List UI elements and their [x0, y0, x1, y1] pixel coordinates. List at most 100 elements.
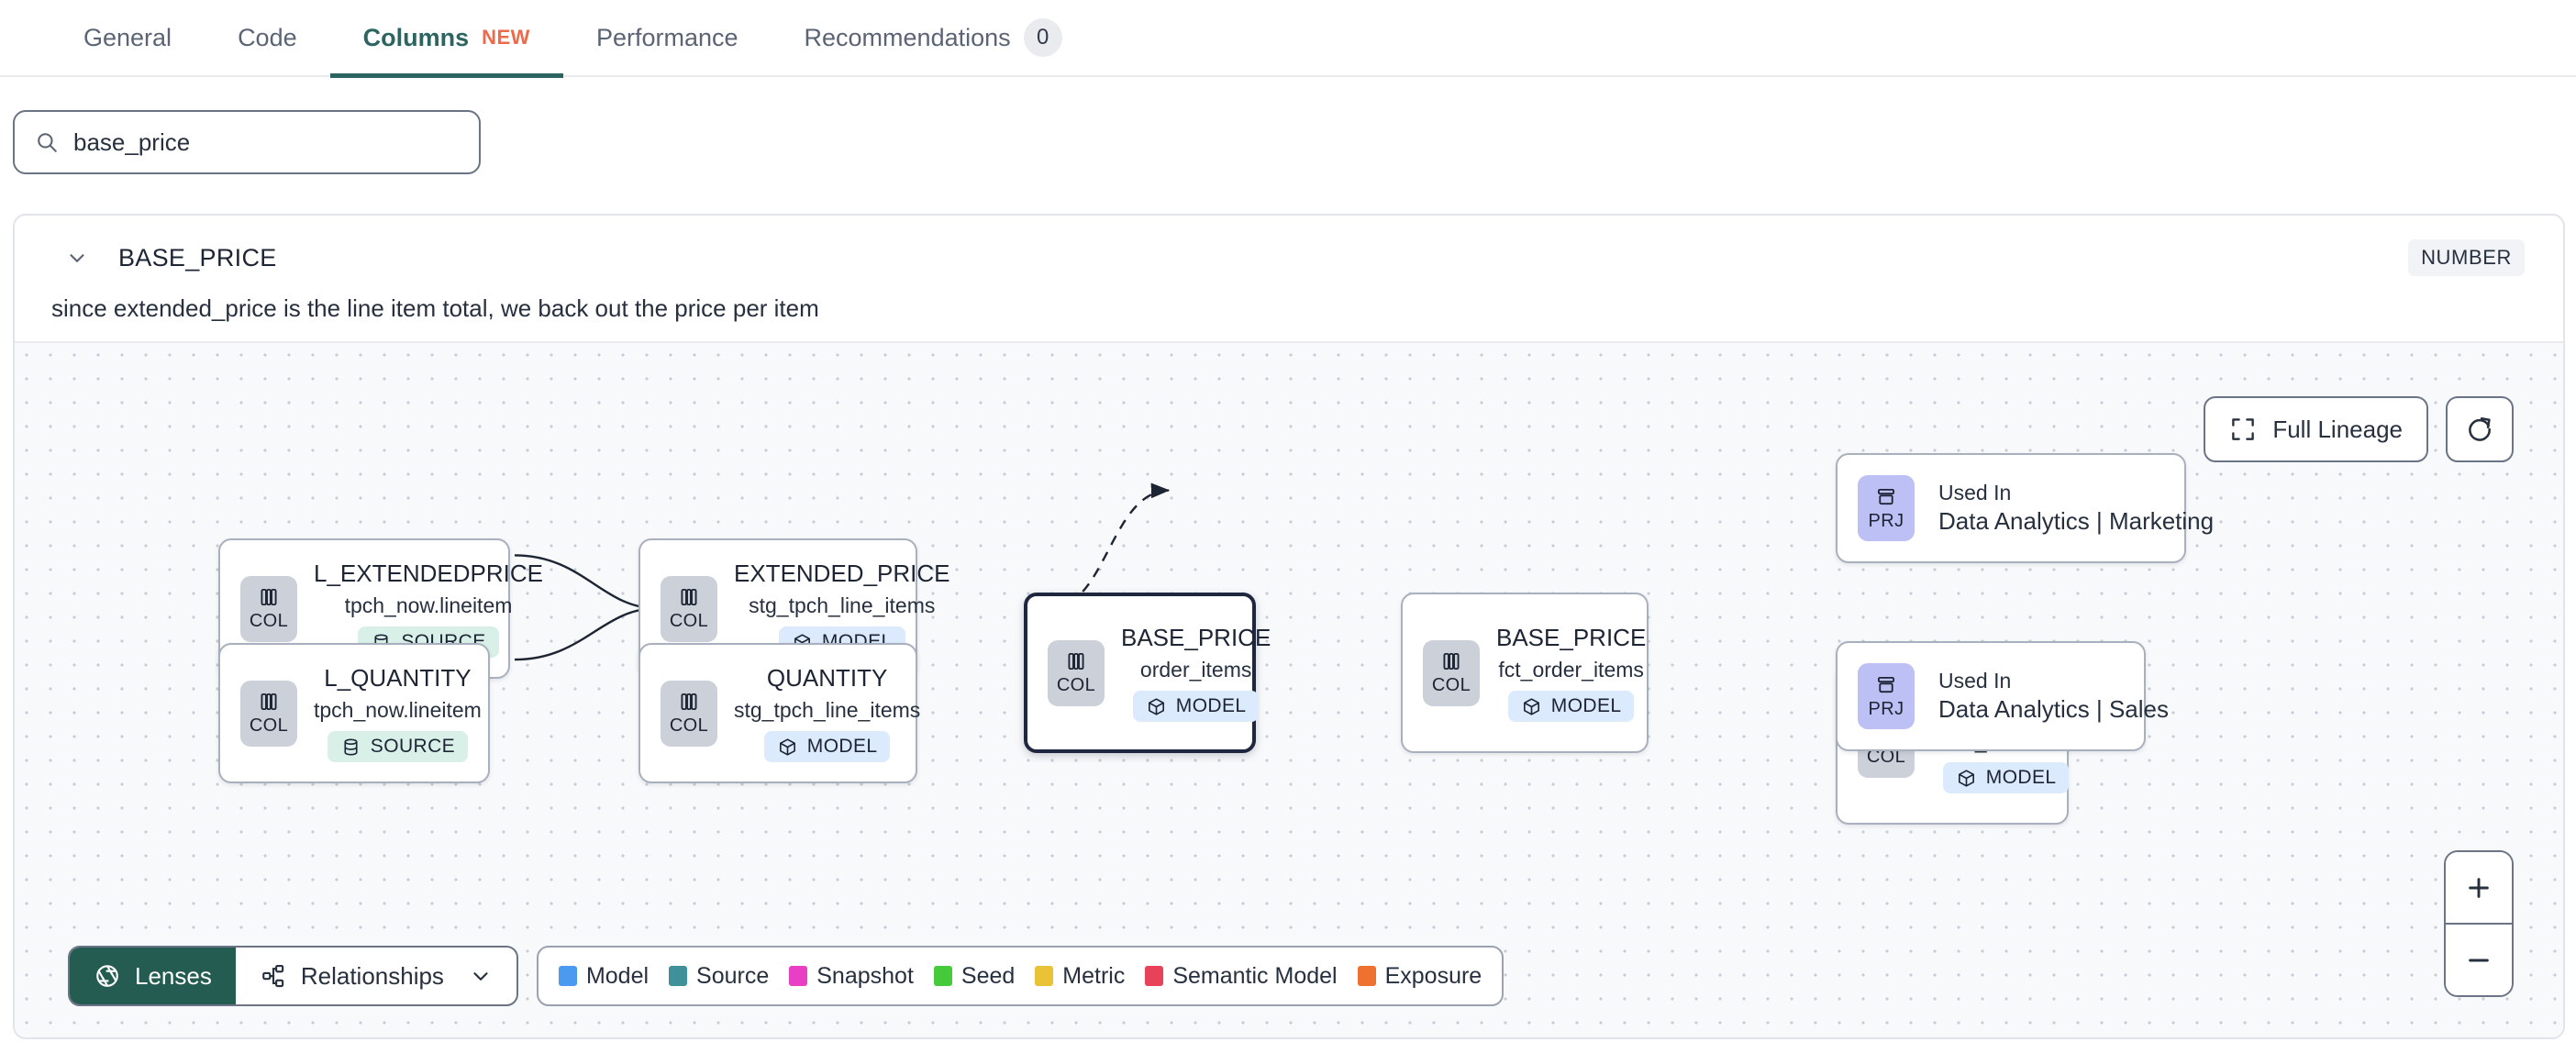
lineage-node-project-sales-card[interactable]: PRJ Used In Data Analytics | Sales	[1836, 641, 2169, 751]
node-title: Used In	[1938, 669, 2012, 693]
col-badge-label: COL	[249, 715, 289, 736]
node-subtitle: fct_order_items	[1498, 658, 1644, 682]
tab-columns[interactable]: Columns NEW	[329, 0, 564, 78]
lenses-label: Lenses	[135, 961, 212, 990]
lineage-control-row: Full Lineage	[2204, 396, 2514, 462]
node-kind-label: MODEL	[1175, 695, 1247, 716]
cube-icon	[779, 737, 795, 756]
node-kind-label: SOURCE	[370, 736, 456, 757]
node-title: L_EXTENDEDPRICE	[314, 560, 543, 587]
legend-label: Snapshot	[816, 962, 914, 989]
tab-label: Code	[238, 23, 297, 51]
column-icon	[681, 588, 697, 606]
legend-swatch	[789, 966, 808, 986]
node-body: EXTENDED_PRICE stg_tpch_line_items MODEL	[717, 560, 967, 658]
zoom-controls	[2444, 850, 2514, 997]
prj-badge-label: PRJ	[1868, 510, 1904, 531]
col-badge: COL	[240, 575, 297, 642]
lineage-node-base-price-fct-order-items[interactable]: COL BASE_PRICE fct_order_items MODEL	[1401, 593, 1649, 753]
node-subtitle: order_items	[1139, 658, 1252, 682]
aperture-icon	[96, 965, 118, 987]
col-badge-label: COL	[1431, 675, 1471, 695]
tab-performance[interactable]: Performance	[563, 0, 772, 76]
node-kind-badge: MODEL	[1942, 762, 2070, 793]
tab-bar: General Code Columns NEW Performance Rec…	[0, 0, 2576, 78]
refresh-button[interactable]	[2446, 396, 2514, 462]
zoom-in-button[interactable]	[2446, 852, 2512, 925]
full-lineage-label: Full Lineage	[2272, 415, 2403, 443]
column-icon	[261, 693, 277, 711]
chevron-down-icon	[473, 972, 488, 981]
legend-label: Metric	[1062, 962, 1126, 989]
relationships-icon	[262, 964, 284, 988]
search-input[interactable]	[73, 127, 459, 157]
node-subtitle: Data Analytics | Sales	[1938, 695, 2169, 723]
refresh-icon	[2469, 417, 2491, 441]
node-body: L_QUANTITY tpch_now.lineitem SOURCE	[297, 664, 498, 762]
column-type-badge: NUMBER	[2408, 239, 2525, 276]
cube-icon	[1958, 769, 1974, 787]
chevron-down-icon[interactable]	[65, 246, 89, 270]
expand-icon	[2232, 418, 2255, 440]
lineage-canvas[interactable]: COL L_EXTENDEDPRICE tpch_now.lineitem SO…	[15, 341, 2563, 1037]
relationships-label: Relationships	[300, 961, 444, 990]
col-badge: COL	[1048, 639, 1105, 706]
tab-label: Performance	[595, 23, 738, 51]
page-title: BASE_PRICE	[118, 243, 277, 272]
tab-recommendations[interactable]: Recommendations 0	[772, 0, 1095, 76]
search-box[interactable]	[13, 110, 481, 174]
lenses-button[interactable]: Lenses	[70, 948, 236, 1004]
node-title: L_QUANTITY	[324, 664, 472, 692]
legend-swatch	[933, 966, 952, 986]
node-kind-label: MODEL	[806, 736, 878, 757]
zoom-out-button[interactable]	[2446, 925, 2512, 995]
col-badge-label: COL	[1866, 747, 1906, 767]
col-badge: COL	[661, 575, 717, 642]
prj-badge: PRJ	[1858, 475, 1915, 541]
column-icon	[1443, 652, 1460, 671]
lineage-node-base-price-order-items[interactable]: COL BASE_PRICE order_items MODEL	[1024, 593, 1271, 753]
node-subtitle: stg_tpch_line_items	[749, 593, 936, 617]
node-body: BASE_PRICE fct_order_items MODEL	[1480, 624, 1662, 722]
node-kind-badge: SOURCE	[327, 731, 469, 762]
relationships-button[interactable]: Relationships	[236, 948, 516, 1004]
legend-label: Source	[696, 962, 770, 989]
prj-badge-label: PRJ	[1868, 698, 1904, 719]
cube-icon	[1148, 697, 1164, 715]
col-badge-label: COL	[669, 611, 709, 631]
archive-icon	[1877, 488, 1895, 504]
lineage-node-project-marketing[interactable]: PRJ Used In Data Analytics | Marketing	[1836, 453, 2214, 563]
tab-label: General	[83, 23, 172, 51]
tab-code[interactable]: Code	[205, 0, 330, 76]
node-kind-badge: MODEL	[1132, 691, 1260, 722]
archive-icon	[1877, 676, 1895, 693]
lineage-node-quantity[interactable]: COL QUANTITY stg_tpch_line_items MODEL	[638, 643, 921, 783]
legend-label: Model	[585, 962, 650, 989]
col-badge-label: COL	[249, 611, 289, 631]
node-title: QUANTITY	[766, 664, 888, 692]
database-icon	[344, 737, 358, 756]
node-kind-label: MODEL	[1550, 695, 1622, 716]
node-body: BASE_PRICE order_items MODEL	[1105, 624, 1287, 722]
lineage-bottom-toolbar: Lenses Relationships	[68, 946, 1505, 1006]
column-detail-card: BASE_PRICE NUMBER since extended_price i…	[13, 214, 2565, 1039]
search-icon	[38, 133, 57, 152]
node-kind-badge: MODEL	[763, 731, 891, 762]
legend-swatch	[1357, 966, 1376, 986]
tab-general[interactable]: General	[50, 0, 205, 76]
legend-item-metric: Metric	[1035, 963, 1125, 990]
legend-item-seed: Seed	[933, 962, 1016, 990]
legend-item-snapshot: Snapshot	[789, 963, 914, 990]
full-lineage-button[interactable]: Full Lineage	[2204, 396, 2428, 462]
legend-label: Semantic Model	[1172, 962, 1338, 989]
cube-icon	[1523, 697, 1539, 715]
node-subtitle: stg_tpch_line_items	[734, 698, 921, 722]
node-title: Used In	[1938, 481, 2012, 504]
node-kind-label: MODEL	[1985, 767, 2057, 788]
legend-label: Seed	[960, 962, 1016, 989]
legend-item-exposure: Exposure	[1357, 963, 1482, 990]
prj-badge: PRJ	[1858, 663, 1915, 729]
legend-item-source: Source	[669, 963, 769, 990]
lineage-node-l-quantity[interactable]: COL L_QUANTITY tpch_now.lineitem SOURCE	[218, 643, 490, 783]
lenses-relationships-group: Lenses Relationships	[68, 946, 518, 1006]
